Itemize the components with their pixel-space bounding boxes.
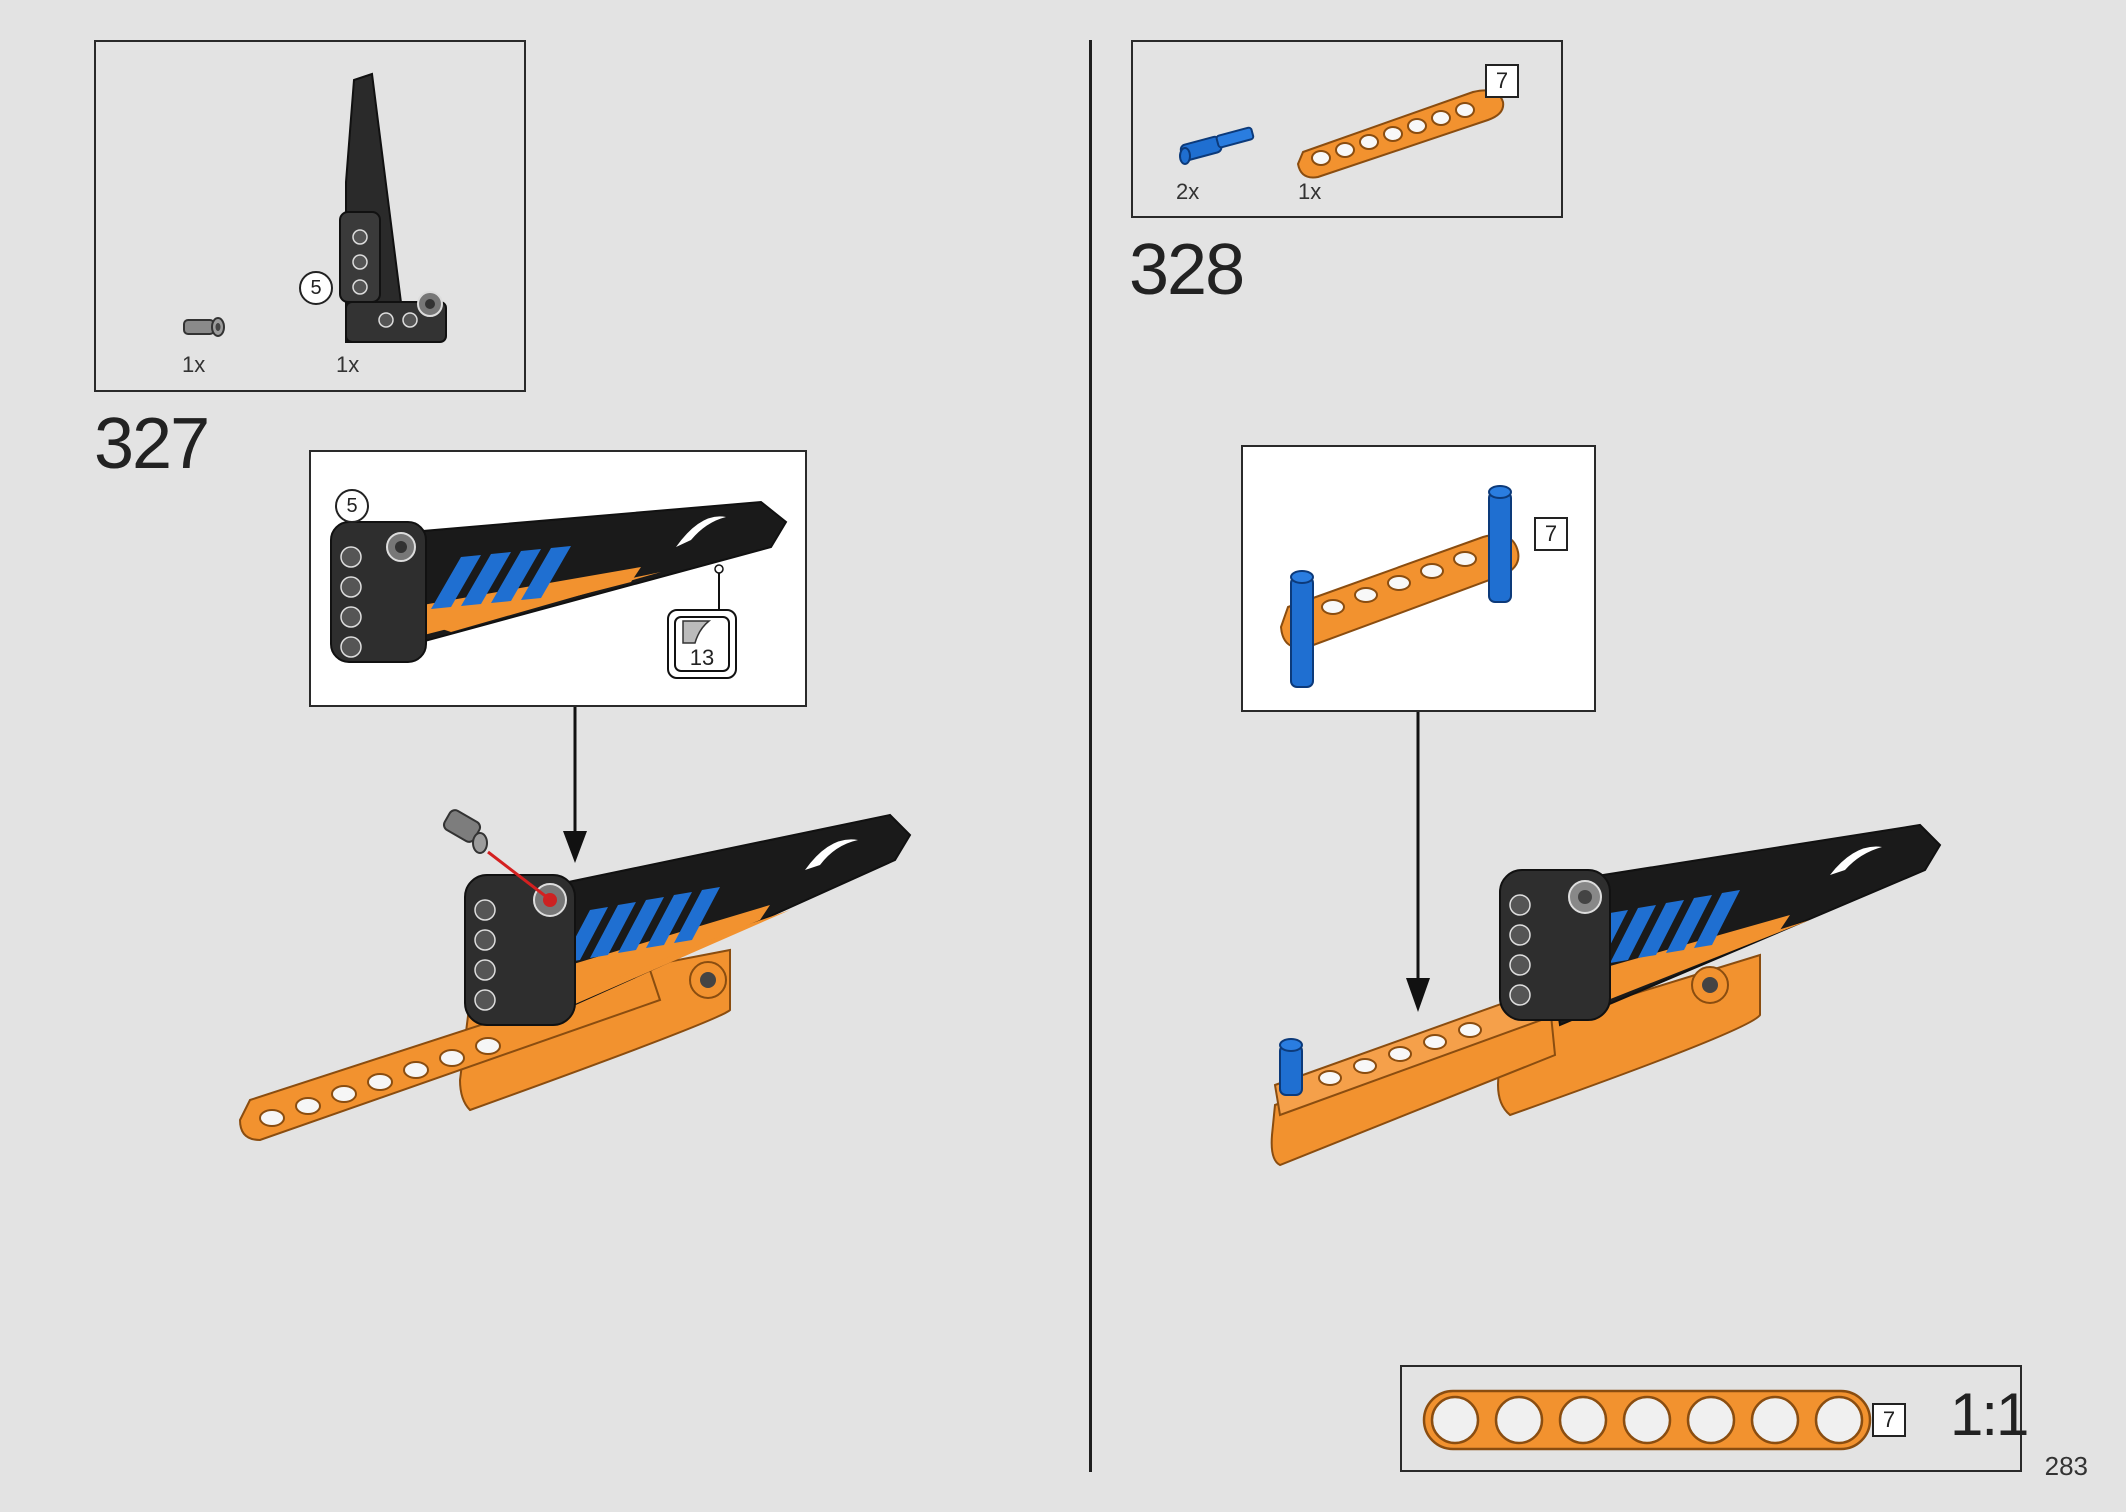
sticker-number: 13 [689,645,715,670]
beam-pins-illustration [1279,485,1520,688]
subassembly-box-328: 7 [1241,445,1596,712]
parts-list-327: 1x 5 1x [94,40,526,392]
part-qty: 1x [1298,179,1322,204]
scale-length-label: 7 [1872,1403,1906,1437]
parts-list-328: 2x 1x 7 [1131,40,1563,218]
assembly-327-illustration [238,809,912,1142]
pin-connector-icon [183,317,225,337]
sticker-badge: 13 [667,609,737,679]
orange-beam-icon [1296,89,1505,179]
arrow-down-icon [563,707,587,863]
assembly-328-illustration [1270,823,1942,1167]
step-number-327: 327 [94,404,210,484]
callout-5: 5 [299,271,333,305]
part-qty: 1x [182,352,206,377]
page-divider [1089,40,1092,1472]
blue-axle-pin-icon [1179,126,1255,165]
beam-length-label: 7 [1534,517,1568,551]
part-qty: 1x [336,352,360,377]
callout-5: 5 [335,489,369,523]
sticker-icon [682,620,712,644]
wing-panel-icon [339,72,447,343]
part-qty: 2x [1176,179,1200,204]
arrow-down-icon [1406,712,1430,1012]
scale-reference-box: 7 1:1 [1400,1365,2029,1472]
step-number-328: 328 [1129,230,1245,310]
page-number: 283 [2044,1451,2088,1481]
beam-length-label: 7 [1485,64,1519,98]
subassembly-box-327: 5 13 [309,450,807,707]
beam-scale-icon [1422,1389,1872,1451]
wing-sticker-illustration [330,500,788,663]
scale-label: 1:1 [1950,1381,2029,1448]
